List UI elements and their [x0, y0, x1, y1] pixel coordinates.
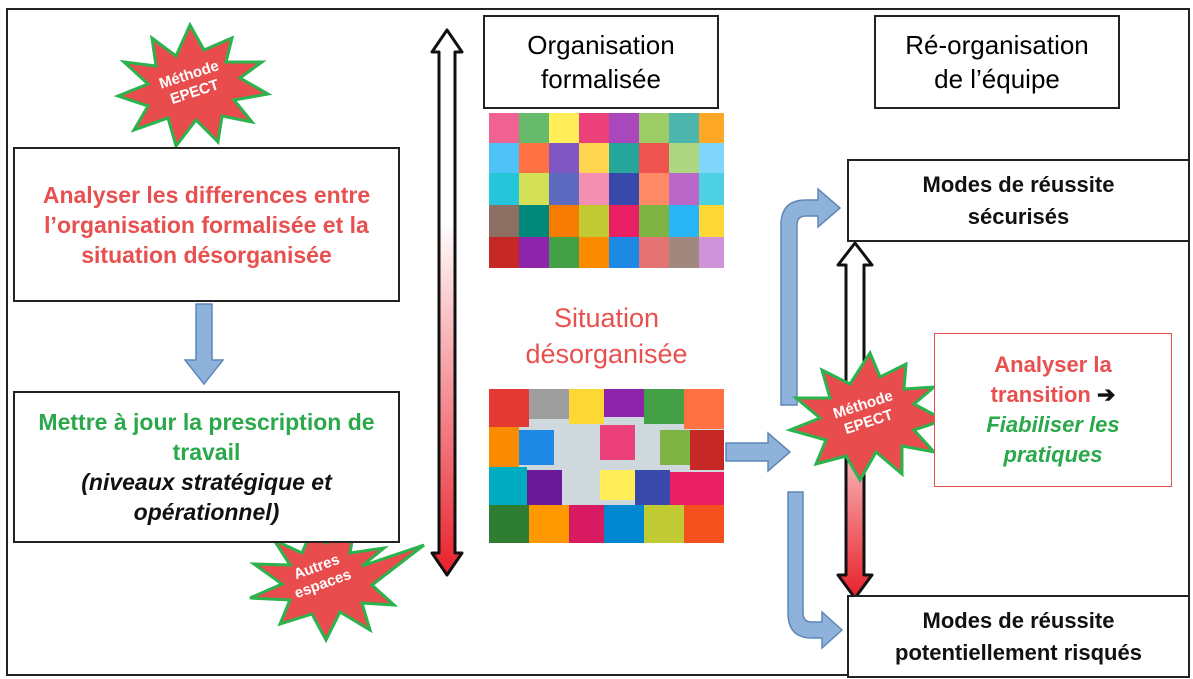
puzzle-disorganized-image [489, 389, 724, 543]
update-prescription-title: Mettre à jour la prescription de travail [38, 409, 375, 465]
diagram-frame [6, 8, 1190, 676]
analyze-transition-box: Analyser la transition ➔ Fiabiliser les … [934, 333, 1172, 487]
curve-arrow-down [787, 491, 844, 650]
curve-arrow-up [780, 187, 842, 406]
disorganized-situation-label: Situation désorganisée [525, 303, 688, 369]
formal-org-box: Organisation formalisée [483, 15, 719, 109]
burst-top-left [113, 21, 273, 150]
analyze-transition-text: Analyser la transition [990, 352, 1112, 407]
puzzle-organized-image [489, 113, 724, 268]
burst-bottom-left [249, 516, 425, 644]
risky-modes-box: Modes de réussite potentiellement risqué… [847, 595, 1190, 678]
reliability-text: Fiabiliser les pratiques [986, 412, 1120, 467]
arrow-right-icon: ➔ [1096, 382, 1116, 407]
down-flow-arrow [183, 303, 225, 386]
vertical-double-arrow-center [430, 28, 464, 577]
update-prescription-box: Mettre à jour la prescription de travail… [13, 391, 400, 543]
analyze-differences-box: Analyser les differences entre l’organis… [13, 147, 400, 302]
reorganization-box: Ré-organisation de l’équipe [874, 15, 1120, 109]
update-prescription-detail: (niveaux stratégique et opérationnel) [81, 469, 332, 525]
secure-modes-box: Modes de réussite sécurisés [847, 159, 1190, 242]
right-flow-arrow [725, 431, 792, 473]
burst-right [785, 349, 948, 483]
analyze-differences-text: Analyser les differences entre l’organis… [42, 181, 371, 268]
